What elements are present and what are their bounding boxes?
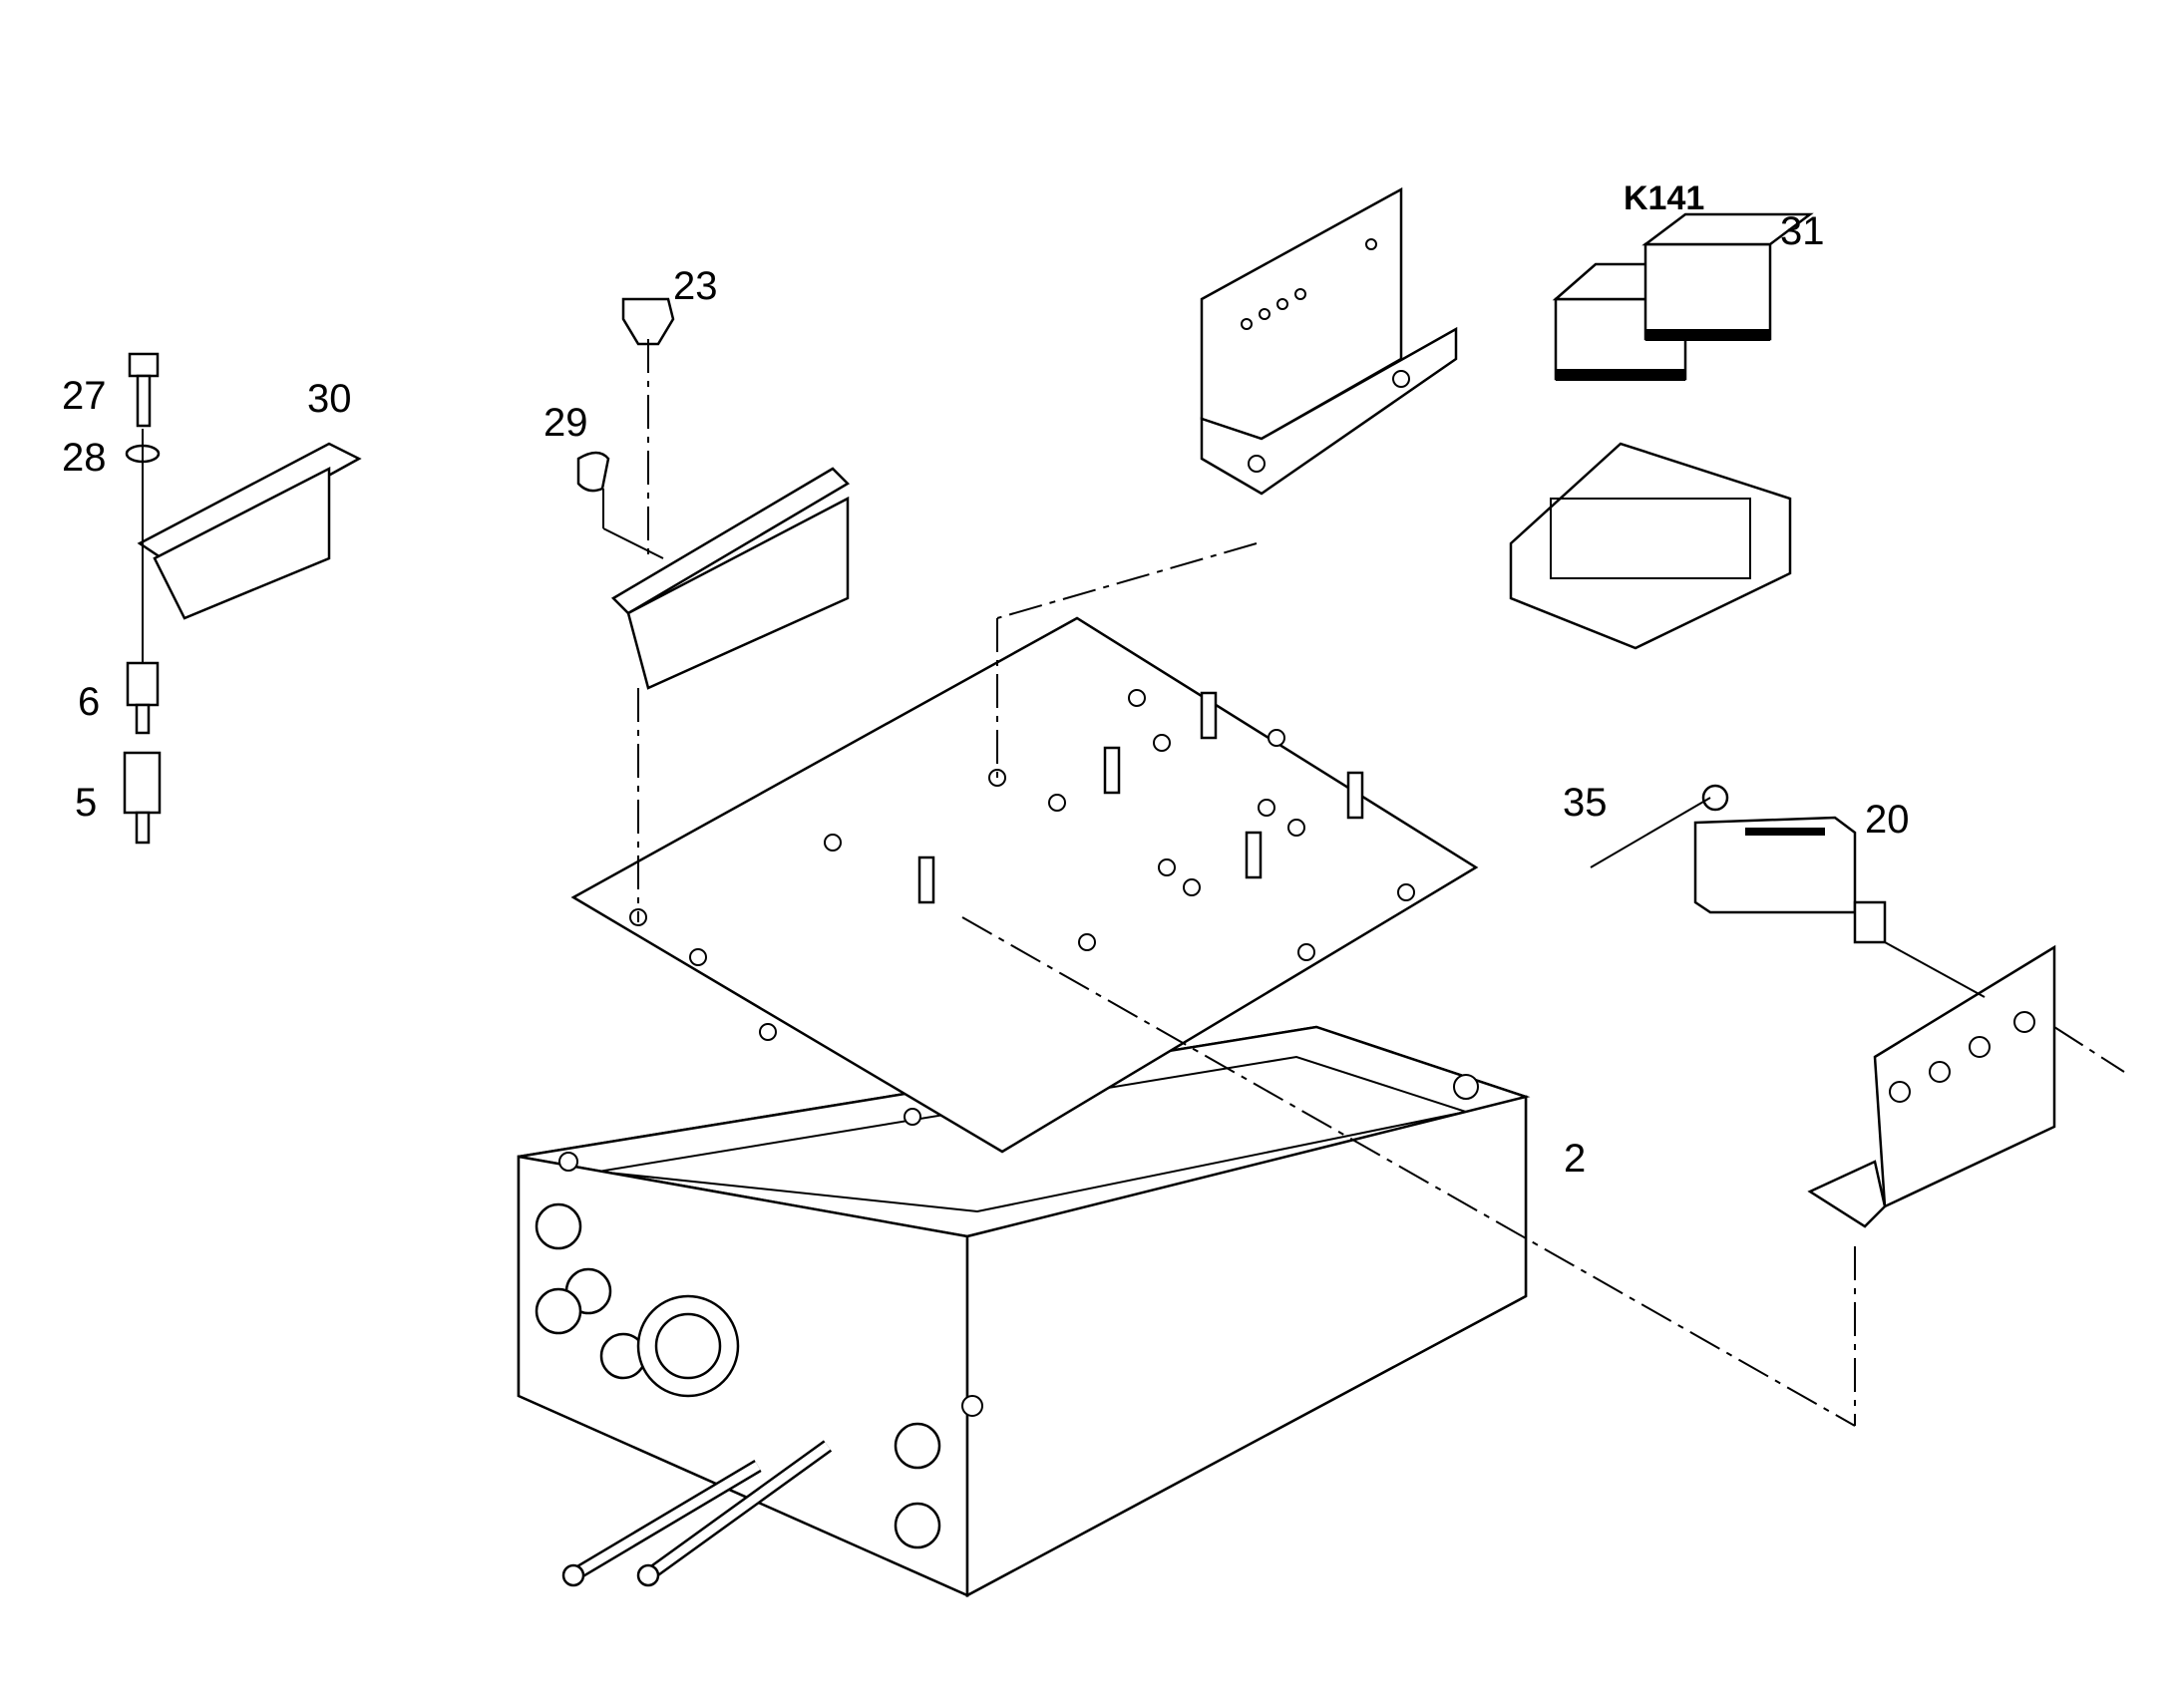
wire-35: [1590, 797, 1711, 868]
connector-30: [137, 442, 362, 620]
circuit-breaker-20: [1693, 784, 1887, 944]
callout-27: 27: [62, 374, 107, 418]
leader-line: [1884, 941, 1986, 998]
clip-29: [576, 451, 610, 493]
spacer-6: [126, 661, 160, 735]
callout-31: 31: [1780, 209, 1825, 253]
leader-line: [996, 542, 1258, 619]
spacer-5: [123, 751, 162, 845]
callout-30: 30: [307, 377, 352, 421]
leader-line: [961, 916, 1856, 1427]
callout-2: 2: [1564, 1137, 1586, 1181]
callout-20: 20: [1865, 798, 1910, 842]
callout-k141: K141: [1624, 179, 1704, 217]
relay-socket: [1509, 442, 1792, 650]
fuse-23: [621, 297, 675, 346]
callout-35: 35: [1563, 781, 1608, 825]
connector-center: [610, 467, 851, 690]
callout-29: 29: [544, 401, 588, 445]
screw-27: [128, 352, 160, 428]
leader-line: [602, 527, 664, 559]
angle-bracket-right: [1807, 944, 2056, 1228]
mounting-plate: [570, 616, 1479, 1154]
enclosure-box: [517, 1025, 1531, 1598]
callout-5: 5: [75, 781, 97, 825]
callout-23: 23: [673, 264, 718, 308]
angle-bracket-top: [1200, 186, 1458, 496]
leader-line: [2053, 1026, 2125, 1073]
callout-6: 6: [78, 680, 100, 724]
relays-k141: [1552, 212, 1814, 381]
callout-28: 28: [62, 436, 107, 480]
